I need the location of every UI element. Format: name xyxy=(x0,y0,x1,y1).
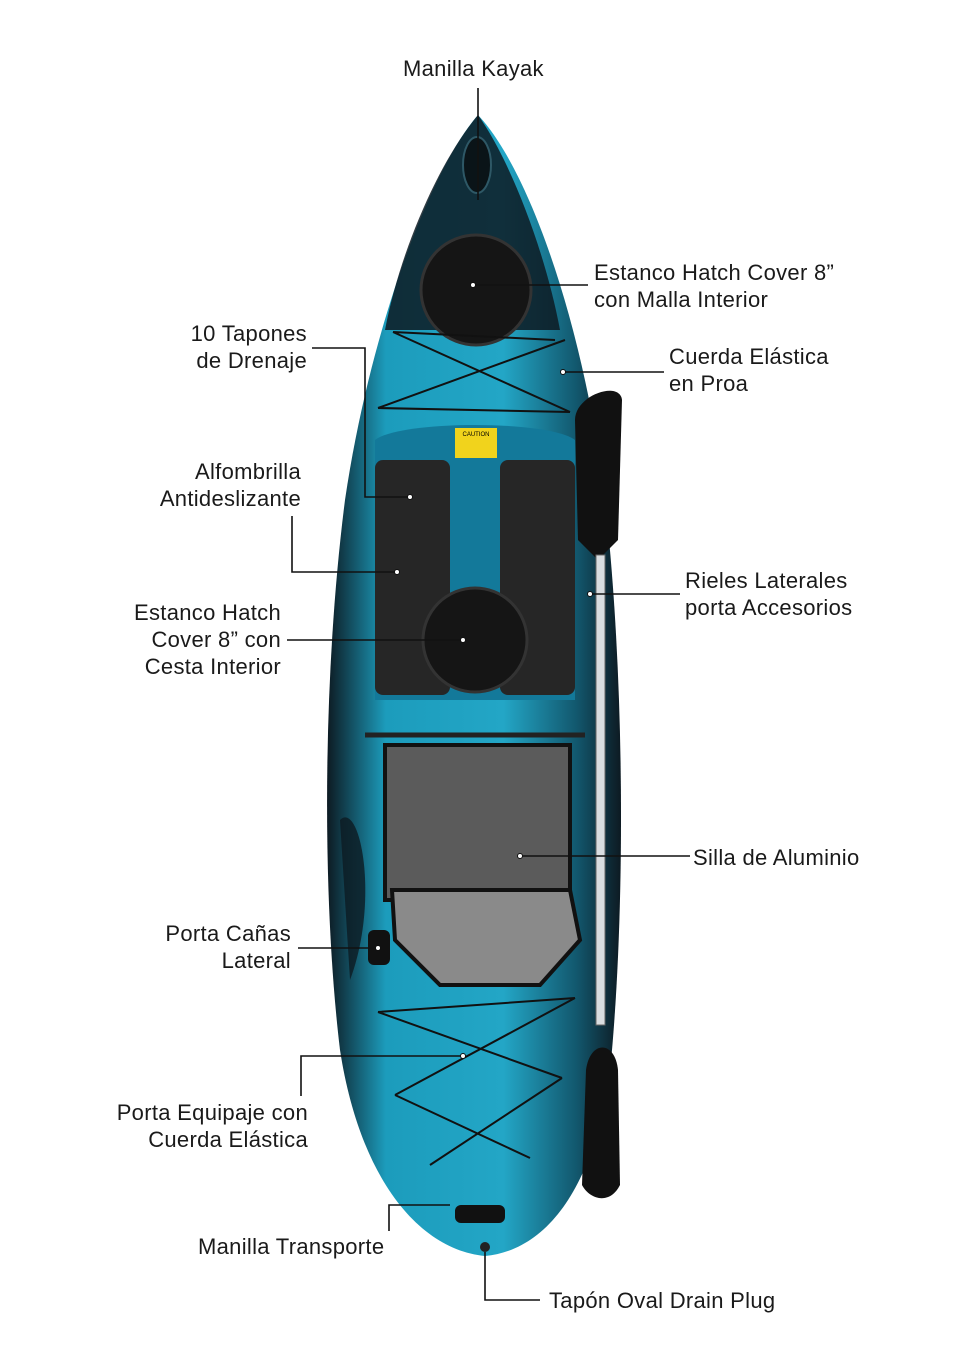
label-bow-handle: Manilla Kayak xyxy=(403,55,544,82)
label-line: Rieles Laterales xyxy=(685,568,848,593)
label-line: en Proa xyxy=(669,371,749,396)
paddle xyxy=(575,390,622,1199)
label-line: Cesta Interior xyxy=(144,654,281,679)
label-line: Porta Cañas xyxy=(165,921,291,946)
label-line: Estanco Hatch Cover 8” xyxy=(594,260,835,285)
label-line: Estanco Hatch xyxy=(134,600,281,625)
front-hatch-cover xyxy=(419,233,533,347)
label-line: Manilla Transporte xyxy=(198,1234,385,1259)
label-line: Cover 8” con xyxy=(151,627,281,652)
caution-text: CAUTION xyxy=(463,432,490,438)
oval-drain-plug xyxy=(480,1242,490,1252)
label-line: Cuerda Elástica xyxy=(669,344,829,369)
label-line: porta Accesorios xyxy=(685,595,853,620)
callout-dots xyxy=(375,282,593,1059)
bow-handle xyxy=(462,136,492,194)
label-front-hatch: Estanco Hatch Cover 8”con Malla Interior xyxy=(594,259,834,313)
label-line: Lateral xyxy=(221,948,291,973)
caution-sticker xyxy=(455,428,497,458)
label-line: Porta Equipaje con xyxy=(116,1100,308,1125)
bow-bungee-cord xyxy=(377,331,571,413)
aluminium-seat xyxy=(383,743,572,902)
label-carry-handle: Manilla Transporte xyxy=(198,1233,384,1260)
label-line: Manilla Kayak xyxy=(403,56,544,81)
label-seat: Silla de Aluminio xyxy=(693,844,860,871)
label-line: con Malla Interior xyxy=(594,287,769,312)
label-oval-drain-plug: Tapón Oval Drain Plug xyxy=(549,1287,775,1314)
label-line: Antideslizante xyxy=(159,486,301,511)
label-line: Silla de Aluminio xyxy=(693,845,860,870)
carry-handle xyxy=(455,1205,505,1223)
leader-lines xyxy=(287,88,690,1301)
label-line: Tapón Oval Drain Plug xyxy=(549,1288,776,1313)
label-line: 10 Tapones xyxy=(190,321,307,346)
label-line: Cuerda Elástica xyxy=(148,1127,308,1152)
label-line: Alfombrilla xyxy=(195,459,301,484)
label-line: de Drenaje xyxy=(196,348,307,373)
stern-bungee-cord xyxy=(377,997,576,1166)
